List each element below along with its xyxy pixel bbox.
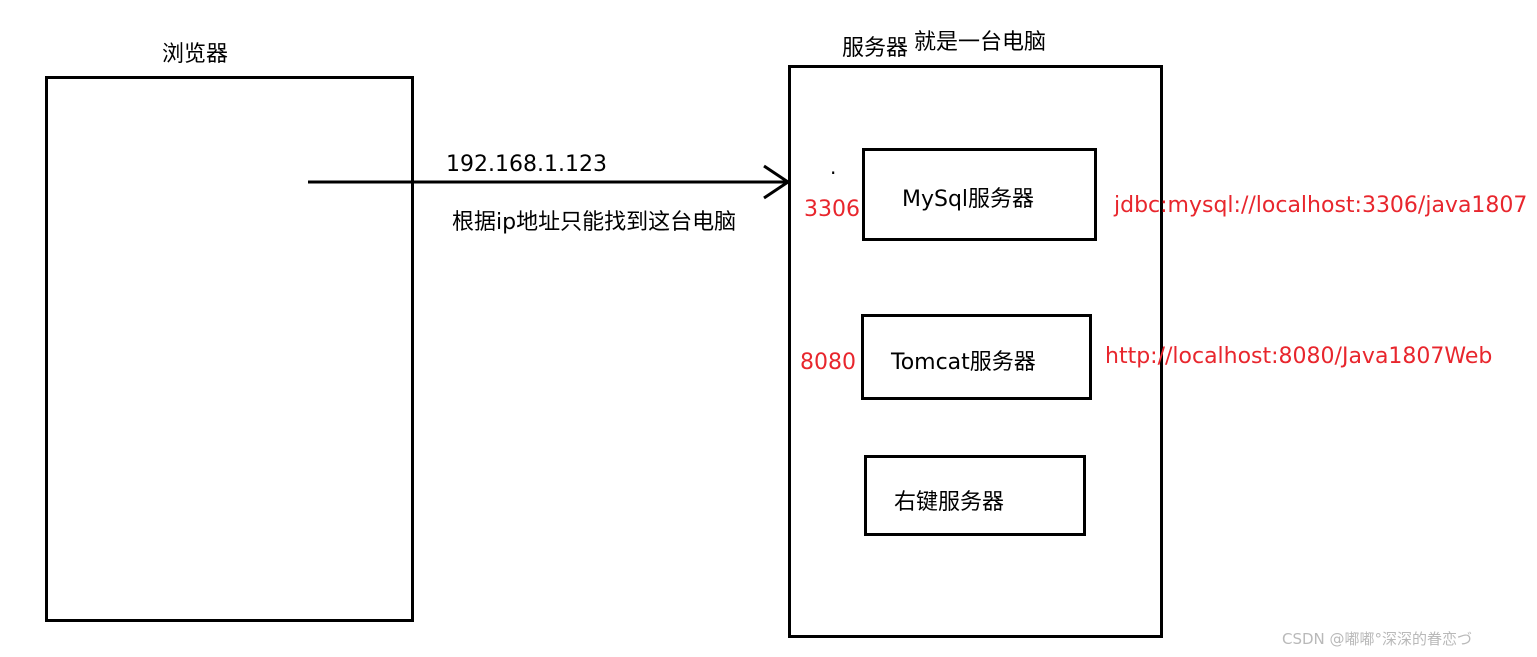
mysql-server-box	[862, 148, 1097, 241]
browser-title: 浏览器	[162, 42, 229, 67]
arrow-head	[763, 164, 791, 200]
ip-address-label: 192.168.1.123	[446, 152, 607, 177]
server-dot: .	[830, 155, 837, 179]
server-title: 服务器	[842, 36, 909, 61]
other-server-label: 右键服务器	[894, 490, 1005, 515]
watermark: CSDN @嘟嘟°深深的眷恋づ	[1282, 630, 1473, 648]
tomcat-port: 8080	[800, 350, 856, 375]
mysql-url: jdbc:mysql://localhost:3306/java1807	[1114, 193, 1528, 218]
tomcat-server-box	[861, 314, 1092, 400]
ip-lookup-note: 根据ip地址只能找到这台电脑	[452, 210, 737, 235]
mysql-server-label: MySql服务器	[902, 187, 1035, 212]
tomcat-url: http://localhost:8080/Java1807Web	[1105, 344, 1493, 369]
tomcat-server-label: Tomcat服务器	[891, 350, 1036, 375]
browser-box	[45, 76, 414, 622]
other-server-box	[864, 455, 1086, 536]
server-subtitle: 就是一台电脑	[914, 30, 1047, 55]
mysql-port: 3306	[804, 197, 860, 222]
